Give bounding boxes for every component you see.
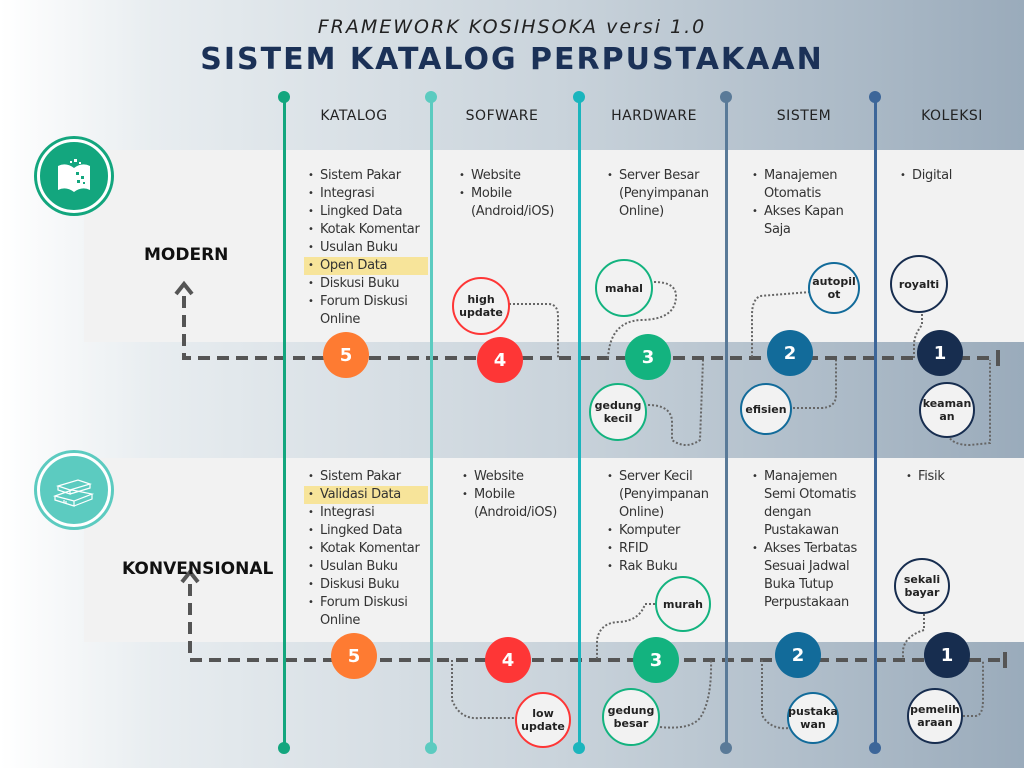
bubble-royalti: royalti	[890, 255, 948, 313]
software-line-top-dot	[425, 91, 437, 103]
konvensional-katalog-list: Sistem Pakar Validasi Data Integrasi Lin…	[304, 468, 428, 630]
konvensional-koleksi-list: Fisik	[902, 468, 1012, 486]
list-item: Diskusi Buku	[304, 275, 428, 293]
modern-arrow-head	[174, 280, 194, 296]
list-item: Lingked Data	[304, 522, 428, 540]
list-item: Website	[458, 468, 568, 486]
software-column-line	[430, 96, 433, 748]
bubble-high-update: high update	[452, 277, 510, 335]
hardware-line-bottom-dot	[573, 742, 585, 754]
konvensional-step-3: 3	[633, 637, 679, 683]
sistem-column-line	[725, 96, 728, 748]
katalog-column-line	[283, 96, 286, 748]
software-line-bottom-dot	[425, 742, 437, 754]
list-item-highlighted: Validasi Data	[304, 486, 428, 504]
bubble-pustakawan: pustaka wan	[787, 692, 839, 744]
katalog-line-top-dot	[278, 91, 290, 103]
modern-step-3: 3	[625, 334, 671, 380]
list-item: Mobile (Android/iOS)	[455, 185, 565, 221]
bubble-sekali-bayar: sekali bayar	[894, 558, 950, 614]
modern-step-1: 1	[917, 330, 963, 376]
list-item: Usulan Buku	[304, 239, 428, 257]
list-item: Mobile (Android/iOS)	[458, 486, 568, 522]
list-item: Digital	[896, 167, 1006, 185]
list-item: Website	[455, 167, 565, 185]
list-item: RFID	[603, 540, 713, 558]
koleksi-line-bottom-dot	[869, 742, 881, 754]
list-item: Kotak Komentar	[304, 540, 428, 558]
bubble-pemeliharaan: pemelih araan	[907, 688, 963, 744]
bubble-gedung-kecil: gedung kecil	[589, 383, 647, 441]
modern-logo	[34, 136, 114, 216]
list-item: Manajemen Semi Otomatis dengan Pustakawa…	[748, 468, 864, 540]
list-item: Lingked Data	[304, 203, 428, 221]
column-header-koleksi: KOLEKSI	[921, 108, 983, 124]
list-item: Usulan Buku	[304, 558, 428, 576]
konvensional-software-list: Website Mobile (Android/iOS)	[458, 468, 568, 522]
hardware-line-top-dot	[573, 91, 585, 103]
modern-step-5: 5	[323, 332, 369, 378]
list-item: Fisik	[902, 468, 1012, 486]
modern-step-2: 2	[767, 330, 813, 376]
row-label-modern: MODERN	[144, 245, 229, 265]
modern-timeline-path	[182, 296, 998, 360]
open-book-digital-icon	[37, 139, 111, 213]
sistem-line-bottom-dot	[720, 742, 732, 754]
koleksi-column-line	[874, 96, 877, 748]
hardware-column-line	[578, 96, 581, 748]
list-item-highlighted: Open Data	[304, 257, 428, 275]
column-header-katalog: KATALOG	[320, 108, 388, 124]
list-item: Komputer	[603, 522, 713, 540]
modern-software-list: Website Mobile (Android/iOS)	[455, 167, 565, 221]
framework-subtitle: FRAMEWORK KOSIHSOKA versi 1.0	[317, 16, 707, 38]
konvensional-timeline-path	[188, 584, 1002, 662]
konvensional-logo	[34, 450, 114, 530]
list-item: Integrasi	[304, 504, 428, 522]
bubble-efisien: efisien	[740, 383, 792, 435]
konvensional-step-2: 2	[775, 632, 821, 678]
list-item: Akses Terbatas Sesuai Jadwal Buka Tutup …	[748, 540, 864, 612]
list-item: Forum Diskusi Online	[304, 594, 428, 630]
konvensional-step-4: 4	[485, 637, 531, 683]
bubble-autopilot: autopil ot	[808, 262, 860, 314]
bubble-low-update: low update	[515, 692, 571, 748]
bubble-murah: murah	[655, 576, 711, 632]
katalog-line-bottom-dot	[278, 742, 290, 754]
modern-koleksi-list: Digital	[896, 167, 1006, 185]
list-item: Diskusi Buku	[304, 576, 428, 594]
stacked-books-icon	[37, 453, 111, 527]
column-header-hardware: HARDWARE	[611, 108, 697, 124]
sistem-line-top-dot	[720, 91, 732, 103]
list-item: Manajemen Otomatis	[748, 167, 858, 203]
list-item: Sistem Pakar	[304, 167, 428, 185]
konvensional-sistem-list: Manajemen Semi Otomatis dengan Pustakawa…	[748, 468, 864, 612]
list-item: Server Kecil (Penyimpanan Online)	[603, 468, 713, 522]
list-item: Integrasi	[304, 185, 428, 203]
konvensional-step-1: 1	[924, 632, 970, 678]
modern-sistem-list: Manajemen Otomatis Akses Kapan Saja	[748, 167, 858, 239]
column-header-software: SOFWARE	[465, 108, 539, 124]
koleksi-line-top-dot	[869, 91, 881, 103]
page-title: SISTEM KATALOG PERPUSTAKAAN	[200, 42, 824, 77]
bubble-mahal: mahal	[595, 259, 653, 317]
konvensional-step-5: 5	[331, 633, 377, 679]
bubble-keamanan: keaman an	[919, 382, 975, 438]
list-item: Server Besar (Penyimpanan Online)	[603, 167, 713, 221]
list-item: Akses Kapan Saja	[748, 203, 858, 239]
konvensional-hardware-list: Server Kecil (Penyimpanan Online) Komput…	[603, 468, 713, 576]
list-item: Forum Diskusi Online	[304, 293, 428, 329]
column-header-sistem: SISTEM	[776, 108, 832, 124]
bubble-gedung-besar: gedung besar	[602, 688, 660, 746]
modern-step-4: 4	[477, 337, 523, 383]
modern-hardware-list: Server Besar (Penyimpanan Online)	[603, 167, 713, 221]
row-label-konvensional: KONVENSIONAL	[122, 559, 274, 579]
konvensional-arrow-head	[180, 568, 200, 584]
list-item: Kotak Komentar	[304, 221, 428, 239]
list-item: Sistem Pakar	[304, 468, 428, 486]
list-item: Rak Buku	[603, 558, 713, 576]
modern-katalog-list: Sistem Pakar Integrasi Lingked Data Kota…	[304, 167, 428, 329]
